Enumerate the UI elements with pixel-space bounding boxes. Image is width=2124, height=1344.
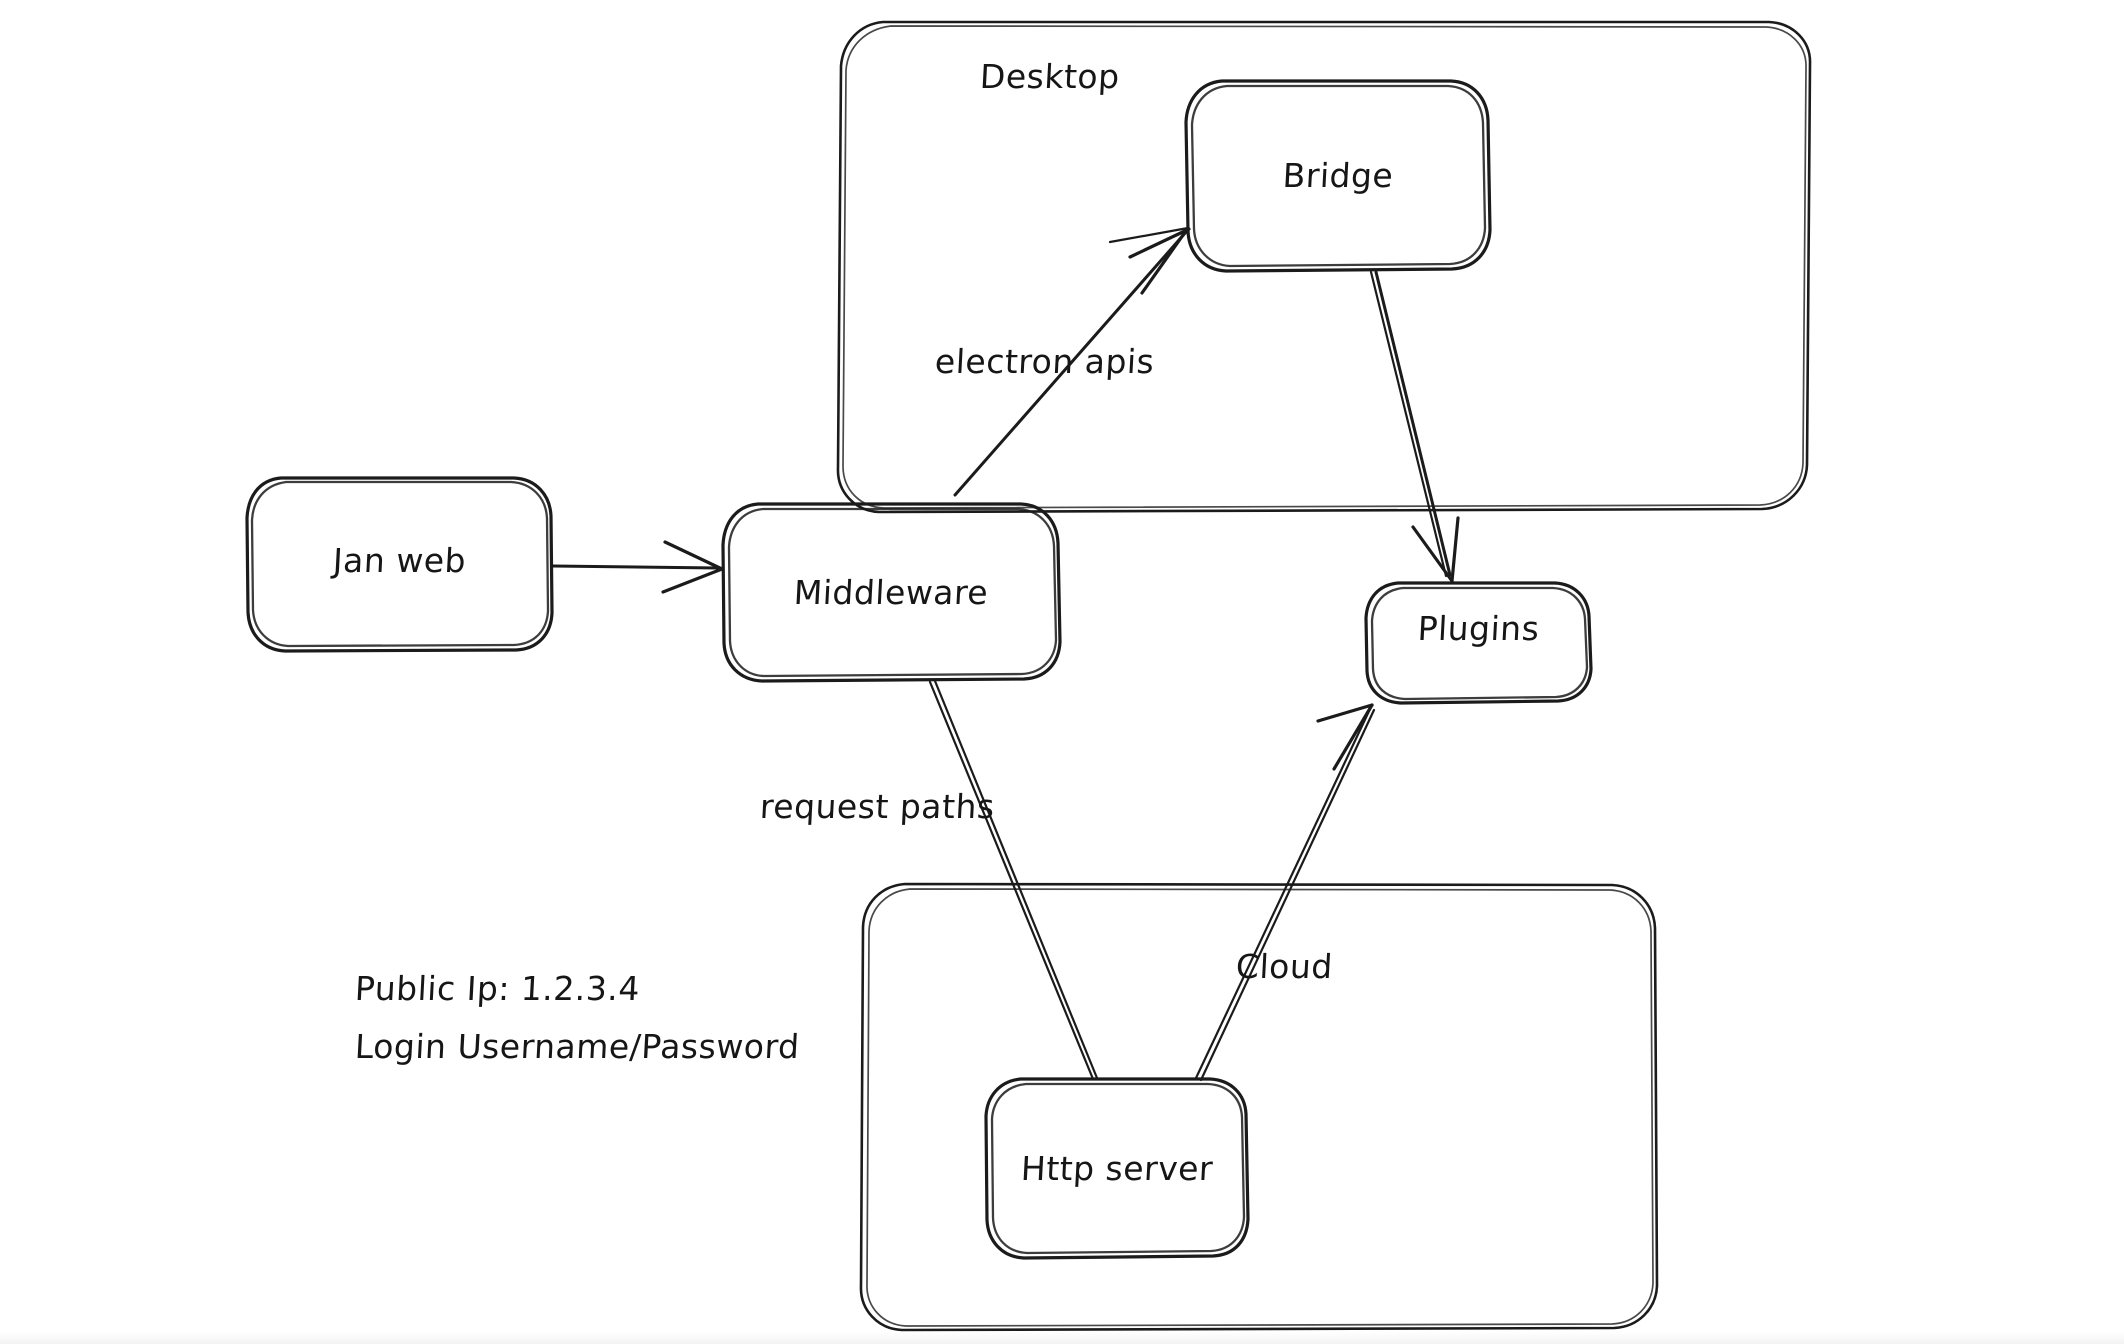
node-label-bridge[interactable]: Bridge <box>1281 156 1395 195</box>
edge-httpserver-to-plugins <box>1194 703 1376 1082</box>
node-label-jan-web[interactable]: Jan web <box>331 541 468 580</box>
container-desktop <box>836 20 1812 514</box>
node-label-plugins[interactable]: Plugins <box>1416 609 1541 648</box>
edge-label-request-paths: request paths <box>759 787 996 826</box>
edge-label-electron-apis: electron apis <box>934 342 1156 381</box>
node-jan-web-shape <box>245 476 554 653</box>
container-cloud-group <box>859 882 1659 1332</box>
node-bridge-shape <box>1184 79 1492 273</box>
node-plugins-shape <box>1364 581 1593 705</box>
node-middleware-shape <box>721 502 1062 683</box>
note-public-ip-line1: Public Ip: 1.2.3.4 <box>354 969 641 1008</box>
bottom-edge-band <box>0 1332 2124 1344</box>
node-label-middleware[interactable]: Middleware <box>792 573 990 612</box>
edge-label-cloud: Cloud <box>1235 947 1334 986</box>
edge-middleware-to-httpserver <box>928 679 1099 1081</box>
edge-middleware-to-bridge <box>953 226 1191 497</box>
edge-janweb-to-middleware <box>551 540 724 594</box>
node-label-http-server[interactable]: Http server <box>1019 1149 1215 1188</box>
node-http-server-shape <box>984 1077 1250 1260</box>
edge-bridge-to-plugins <box>1369 270 1460 583</box>
container-label-desktop: Desktop <box>979 57 1121 96</box>
note-login-credentials-line2: Login Username/Password <box>354 1027 801 1066</box>
